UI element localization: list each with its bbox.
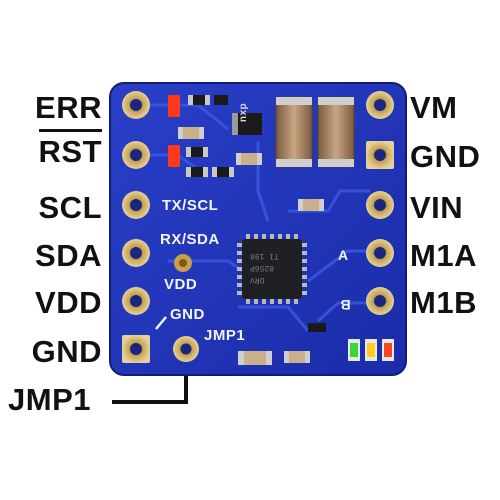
silk-b: B <box>340 297 351 313</box>
pin-label-m1a: M1A <box>410 238 477 273</box>
pin-label-rst: RST <box>38 129 102 169</box>
pin-label-gnd-left: GND <box>31 334 102 369</box>
pin-label-err: ERR <box>35 90 102 125</box>
ic-marking-line-1: TI 198 <box>250 251 279 260</box>
ic-marking-line-3: DRV <box>250 275 265 284</box>
silk-tx-scl: TX/SCL <box>162 197 219 214</box>
silk-jmp1: JMP1 <box>204 327 246 344</box>
pin-label-vm: VM <box>410 90 458 125</box>
pin-label-vin: VIN <box>410 190 464 225</box>
pin-label-scl: SCL <box>38 190 102 225</box>
silk-vdd: VDD <box>164 276 198 293</box>
silk-gnd: GND <box>170 306 205 323</box>
pin-label-jmp1: JMP1 <box>8 382 91 417</box>
diode-marking: nxp <box>238 102 250 123</box>
board-drawing <box>109 82 407 376</box>
pin-label-m1b: M1B <box>410 285 477 320</box>
motor-driver-board: TX/SCL RX/SDA VDD GND JMP1 A B nxp TI 19… <box>108 81 408 381</box>
silk-rx-sda: RX/SDA <box>160 231 220 248</box>
pin-label-vdd: VDD <box>35 285 102 320</box>
pin-label-sda: SDA <box>35 238 102 273</box>
pin-label-gnd-right: GND <box>410 139 481 174</box>
rst-overline: RST <box>38 129 102 169</box>
ic-marking-line-2: 8256P <box>250 263 275 272</box>
silk-a: A <box>338 247 349 263</box>
